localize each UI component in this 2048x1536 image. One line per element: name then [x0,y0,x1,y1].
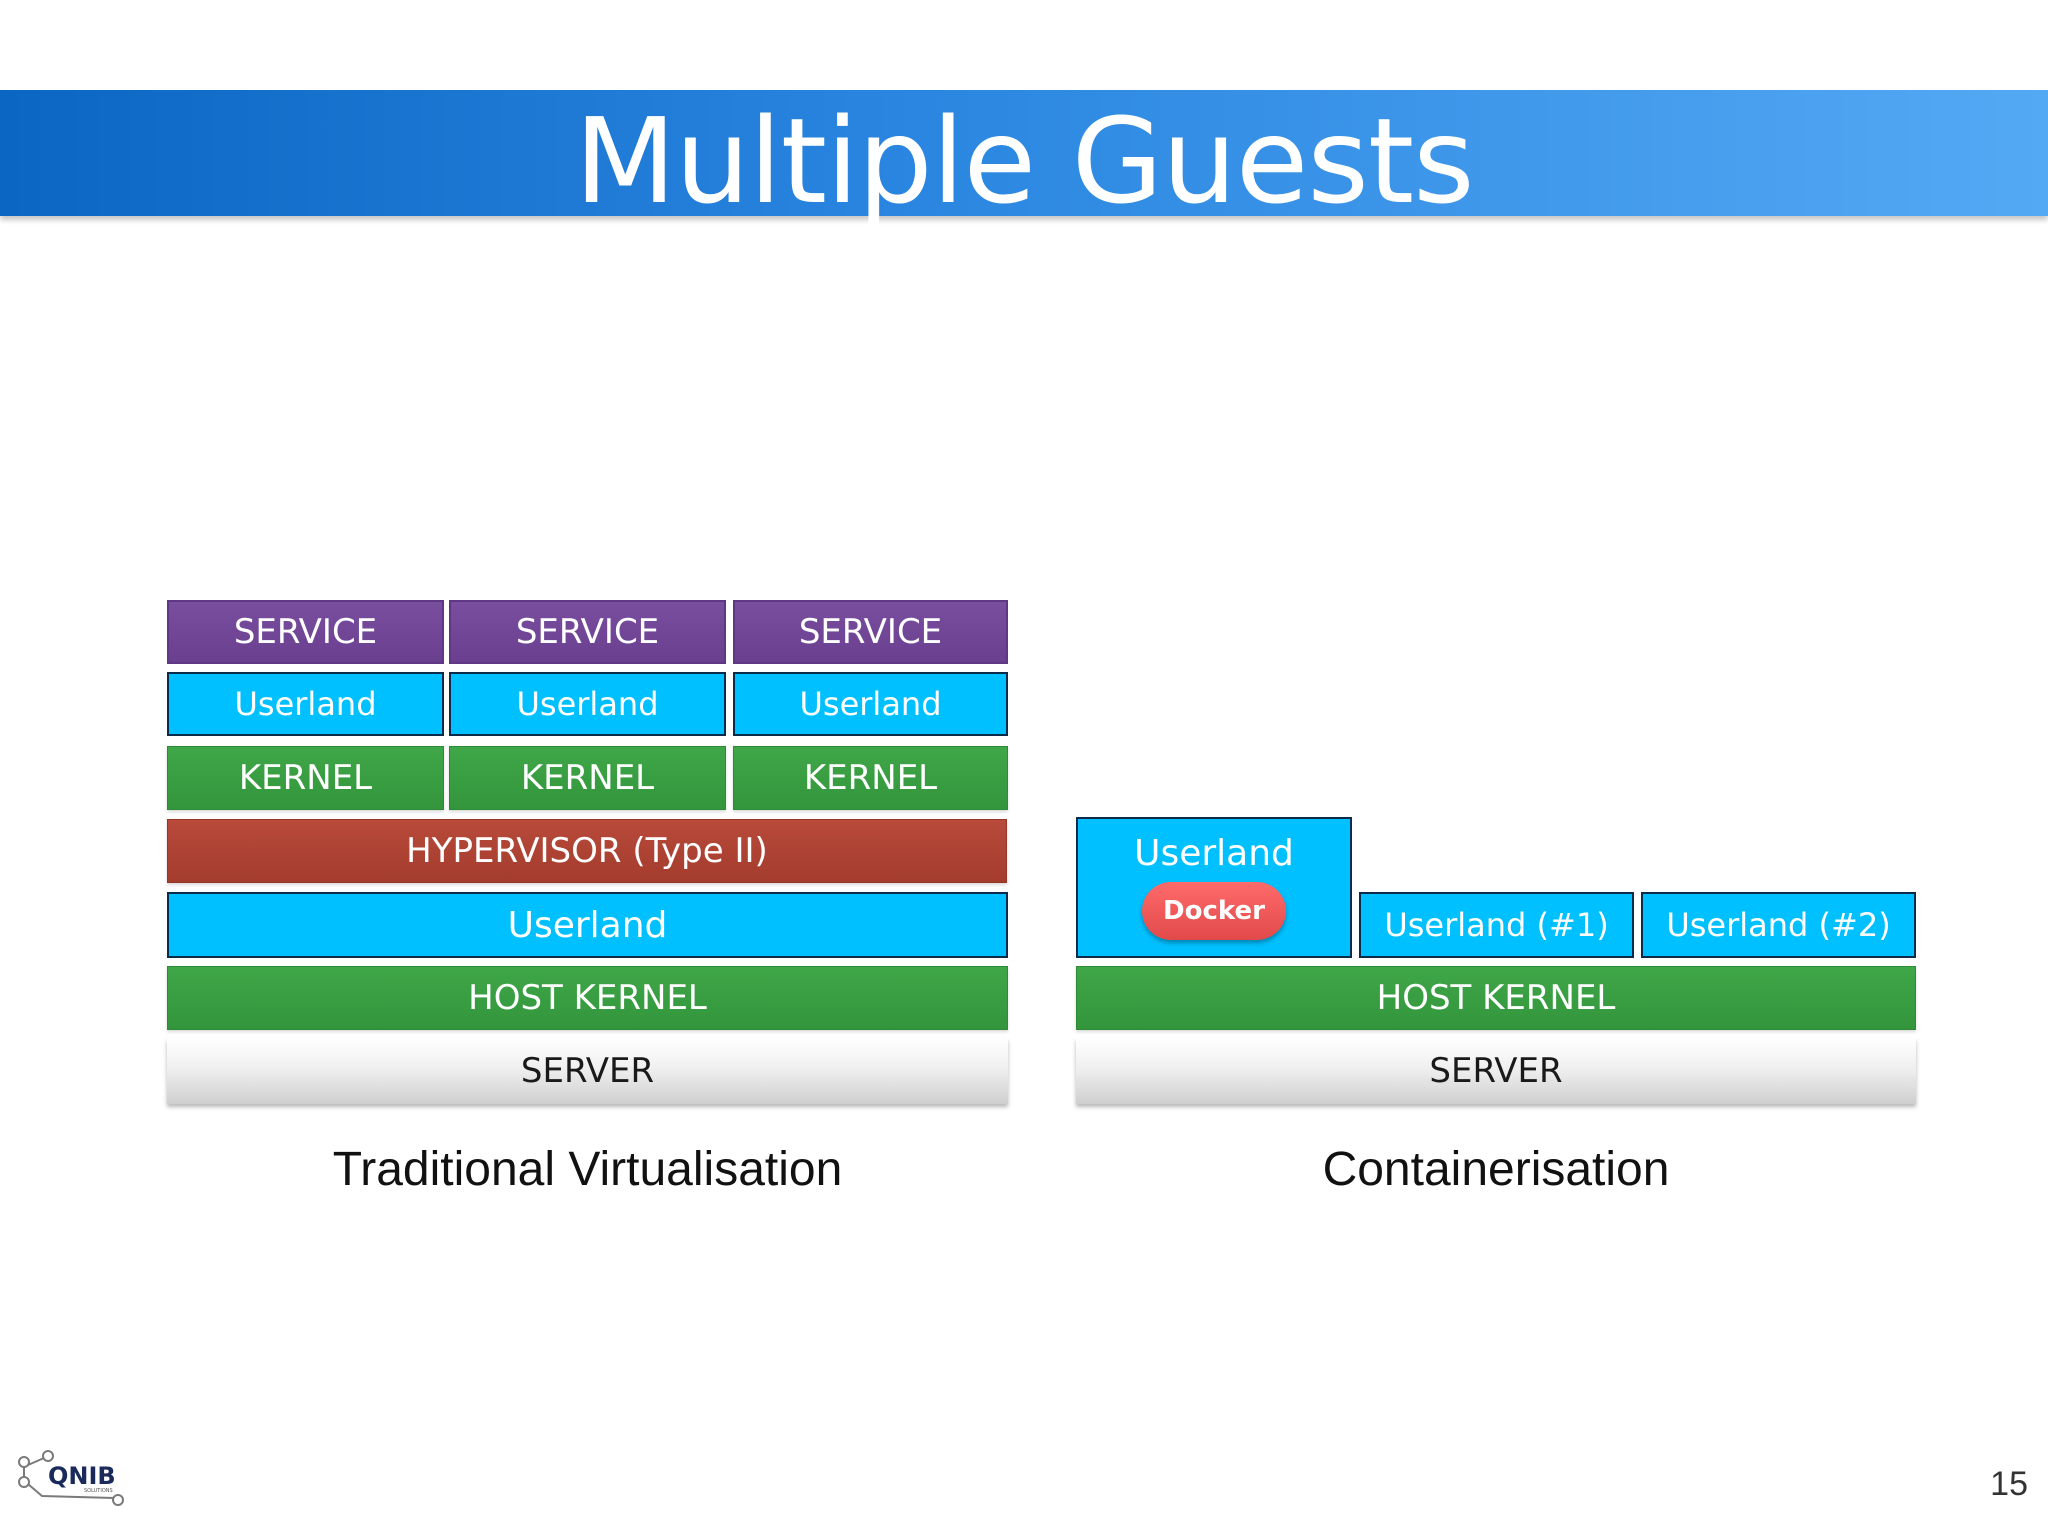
guest-3-userland: Userland [733,672,1008,736]
guest-3-service: SERVICE [733,600,1008,664]
slide-title: Multiple Guests [574,92,1474,230]
logo-text: QNIB [48,1462,116,1490]
hypervisor-layer: HYPERVISOR (Type II) [167,819,1007,883]
host-kernel: HOST KERNEL [167,966,1008,1030]
guest-3-kernel: KERNEL [733,746,1008,810]
host-userland: Userland [167,892,1008,958]
guest-2-kernel: KERNEL [449,746,726,810]
guest-1-userland: Userland [167,672,444,736]
guest-2-userland: Userland [449,672,726,736]
logo-subtext: SOLUTIONS [84,1488,113,1494]
qnib-logo: QNIB SOLUTIONS [18,1450,124,1506]
guest-1-kernel: KERNEL [167,746,444,810]
server-layer: SERVER [167,1038,1008,1104]
traditional-caption: Traditional Virtualisation [332,1143,843,1196]
container-server-layer: SERVER [1076,1038,1916,1104]
guest-2-service: SERVICE [449,600,726,664]
title-bar [0,90,2048,216]
container-userland-2: Userland (#2) [1641,892,1916,958]
container-userland-1: Userland (#1) [1359,892,1634,958]
container-host-kernel: HOST KERNEL [1076,966,1916,1030]
docker-badge: Docker [1142,882,1286,940]
page-number: 15 [1990,1465,2028,1503]
containerisation-caption: Containerisation [1322,1143,1670,1196]
guest-1-service: SERVICE [167,600,444,664]
